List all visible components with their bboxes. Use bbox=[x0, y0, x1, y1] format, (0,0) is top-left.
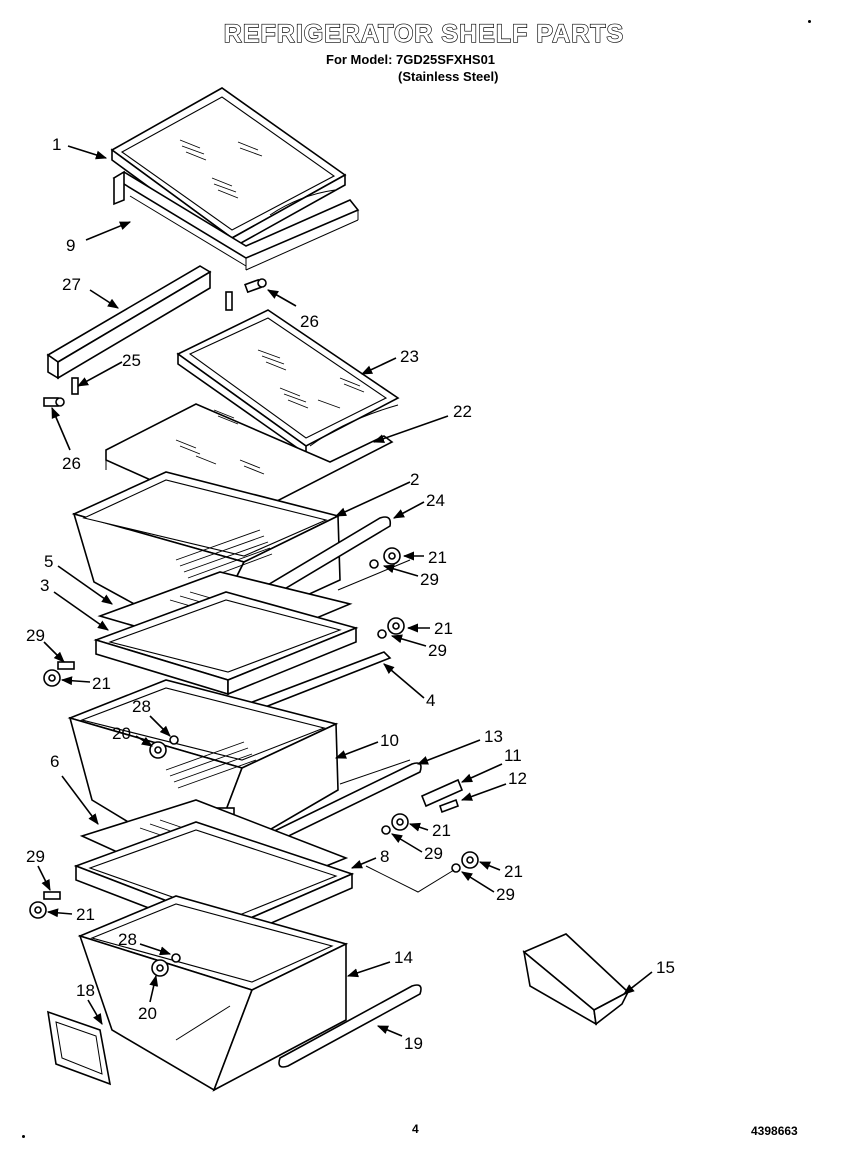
callout-21-b: 21 bbox=[434, 619, 453, 638]
wheel-part-21-a bbox=[383, 547, 401, 565]
callout-5: 5 bbox=[44, 552, 53, 571]
part-12 bbox=[438, 798, 460, 814]
screw-part-29-a bbox=[369, 559, 379, 569]
callout-9: 9 bbox=[66, 236, 75, 255]
callout-15: 15 bbox=[656, 958, 675, 977]
document-number: 4398663 bbox=[751, 1124, 798, 1138]
wheel-part-21-e bbox=[461, 851, 479, 869]
callout-20-b: 20 bbox=[138, 1004, 157, 1023]
callout-23: 23 bbox=[400, 347, 419, 366]
corner-dot-top-right bbox=[808, 20, 811, 23]
page-number: 4 bbox=[412, 1122, 419, 1136]
callout-21-e: 21 bbox=[504, 862, 523, 881]
callout-19: 19 bbox=[404, 1034, 423, 1053]
callout-8: 8 bbox=[380, 847, 389, 866]
callout-4: 4 bbox=[426, 691, 435, 710]
callout-26-upper: 26 bbox=[300, 312, 319, 331]
part-11 bbox=[420, 778, 464, 808]
callout-29-d: 29 bbox=[424, 844, 443, 863]
callout-28-a: 28 bbox=[132, 697, 151, 716]
diagram-title: REFRIGERATOR SHELF PARTS bbox=[223, 19, 625, 48]
callout-29-e: 29 bbox=[496, 885, 515, 904]
handle-part-19 bbox=[278, 984, 422, 1068]
shelf-frame-part-9 bbox=[112, 170, 360, 271]
clip-part-25-lower bbox=[71, 377, 79, 395]
callout-11: 11 bbox=[504, 746, 522, 765]
callout-21-a: 21 bbox=[428, 548, 447, 567]
model-line: For Model: 7GD25SFXHS01 bbox=[326, 52, 496, 67]
callout-18: 18 bbox=[76, 981, 95, 1000]
callout-13: 13 bbox=[484, 727, 503, 746]
screw-part-29-b bbox=[377, 629, 387, 639]
callout-28-b: 28 bbox=[118, 930, 137, 949]
callout-3: 3 bbox=[40, 576, 49, 595]
screw-part-28-a bbox=[169, 735, 179, 745]
screw-part-28-b bbox=[171, 953, 181, 963]
callout-10: 10 bbox=[380, 731, 399, 750]
callout-26-lower: 26 bbox=[62, 454, 81, 473]
callout-29-f: 29 bbox=[26, 847, 45, 866]
callout-21-d: 21 bbox=[432, 821, 451, 840]
screw-part-29-d bbox=[381, 825, 391, 835]
screw-part-26-upper bbox=[244, 278, 267, 294]
trim-part-27 bbox=[46, 265, 212, 380]
callout-20-a: 20 bbox=[112, 724, 131, 743]
callout-29-a: 29 bbox=[420, 570, 439, 589]
callout-14: 14 bbox=[394, 948, 413, 967]
screw-part-29-f bbox=[43, 891, 61, 900]
wheel-part-21-d bbox=[391, 813, 409, 831]
finish-line: (Stainless Steel) bbox=[398, 69, 499, 84]
bin-part-15 bbox=[522, 933, 630, 1026]
callout-25: 25 bbox=[122, 351, 141, 370]
label-part-18 bbox=[47, 1010, 112, 1086]
screw-part-26-lower bbox=[43, 397, 65, 407]
wheel-part-21-c bbox=[43, 669, 61, 687]
screw-part-29-c bbox=[57, 661, 75, 670]
glass-shelf-part-23 bbox=[176, 309, 400, 456]
wheel-part-21-b bbox=[387, 617, 405, 635]
callout-2: 2 bbox=[410, 470, 419, 489]
callout-21-c: 21 bbox=[92, 674, 111, 693]
callout-27: 27 bbox=[62, 275, 81, 294]
callout-12: 12 bbox=[508, 769, 527, 788]
cover-frame-part-3 bbox=[93, 591, 359, 696]
callout-6: 6 bbox=[50, 752, 59, 771]
wheel-part-20-a bbox=[149, 741, 167, 759]
wheel-part-20-b bbox=[151, 959, 169, 977]
callout-1: 1 bbox=[52, 135, 61, 154]
leader-lines bbox=[37, 145, 653, 1037]
callout-21-f: 21 bbox=[76, 905, 95, 924]
callout-22: 22 bbox=[453, 402, 472, 421]
callout-29-b: 29 bbox=[428, 641, 447, 660]
drawer-part-14 bbox=[77, 895, 349, 1092]
wheel-part-21-f bbox=[29, 901, 47, 919]
clip-part-25-upper bbox=[225, 291, 233, 311]
callout-29-c: 29 bbox=[26, 626, 45, 645]
callout-24: 24 bbox=[426, 491, 445, 510]
corner-dot-bottom-left bbox=[22, 1135, 25, 1138]
